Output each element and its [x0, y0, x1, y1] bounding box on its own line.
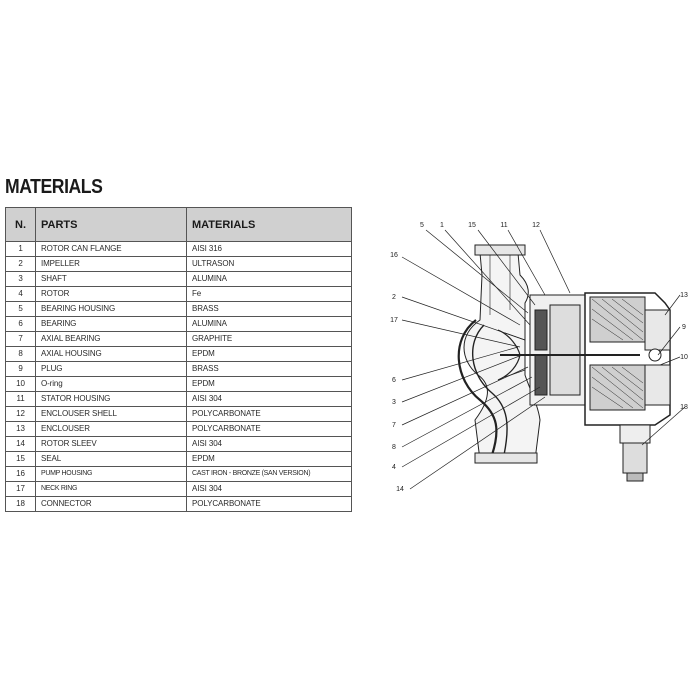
callout-label: 3: [392, 399, 396, 406]
row-number: 11: [5, 391, 36, 407]
page-title: MATERIALS: [5, 176, 103, 198]
row-part: ROTOR CAN FLANGE: [35, 241, 187, 257]
callout-label: 4: [392, 464, 396, 471]
row-number: 4: [5, 286, 36, 302]
callout-label: 8: [392, 444, 396, 451]
row-material: POLYCARBONATE: [186, 406, 352, 422]
row-material: POLYCARBONATE: [186, 421, 352, 437]
row-number: 9: [5, 361, 36, 377]
row-part: SEAL: [35, 451, 187, 467]
row-part: PUMP HOUSING: [35, 466, 187, 482]
header-number: N.: [5, 207, 36, 242]
row-number: 3: [5, 271, 36, 287]
row-material: AISI 316: [186, 241, 352, 257]
callout-label: 6: [392, 377, 396, 384]
row-material: ALUMINA: [186, 316, 352, 332]
row-material: EPDM: [186, 451, 352, 467]
row-number: 15: [5, 451, 36, 467]
callout-label: 13: [680, 292, 688, 299]
callout-label: 7: [392, 422, 396, 429]
row-part: BEARING: [35, 316, 187, 332]
callout-label: 17: [390, 317, 398, 324]
row-number: 12: [5, 406, 36, 422]
row-material: ALUMINA: [186, 271, 352, 287]
callout-label: 12: [532, 222, 540, 229]
row-number: 10: [5, 376, 36, 392]
callout-label: 1: [440, 222, 444, 229]
row-material: Fe: [186, 286, 352, 302]
row-part: STATOR HOUSING: [35, 391, 187, 407]
row-number: 1: [5, 241, 36, 257]
callout-label: 15: [468, 222, 476, 229]
row-part: ENCLOUSER: [35, 421, 187, 437]
callout-label: 2: [392, 294, 396, 301]
row-part: PLUG: [35, 361, 187, 377]
callout-label: 9: [682, 324, 686, 331]
row-number: 14: [5, 436, 36, 452]
row-material: BRASS: [186, 301, 352, 317]
callout-label: 5: [420, 222, 424, 229]
row-number: 13: [5, 421, 36, 437]
row-material: BRASS: [186, 361, 352, 377]
row-part: CONNECTOR: [35, 496, 187, 512]
row-material: GRAPHITE: [186, 331, 352, 347]
row-part: SHAFT: [35, 271, 187, 287]
callout-label: 18: [680, 404, 688, 411]
callout-label: 14: [396, 486, 404, 493]
row-material: EPDM: [186, 346, 352, 362]
row-part: NECK RING: [35, 481, 187, 497]
row-material: ULTRASON: [186, 256, 352, 272]
header-materials: MATERIALS: [186, 207, 352, 242]
row-material: CAST IRON - BRONZE (SAN VERSION): [186, 466, 352, 482]
pump-cross-section-diagram: 5 1 15 11 12 16 2 17 13 9 10 18 6 3 7 8 4 14: [390, 222, 688, 493]
row-material: POLYCARBONATE: [186, 496, 352, 512]
callout-label: 10: [680, 354, 688, 361]
row-material: EPDM: [186, 376, 352, 392]
row-part: AXIAL BEARING: [35, 331, 187, 347]
row-material: AISI 304: [186, 391, 352, 407]
header-parts: PARTS: [35, 207, 187, 242]
row-number: 6: [5, 316, 36, 332]
row-material: AISI 304: [186, 436, 352, 452]
row-number: 18: [5, 496, 36, 512]
row-material: AISI 304: [186, 481, 352, 497]
row-number: 2: [5, 256, 36, 272]
row-number: 5: [5, 301, 36, 317]
row-part: O-ring: [35, 376, 187, 392]
callout-label: 11: [500, 222, 507, 229]
row-part: ENCLOUSER SHELL: [35, 406, 187, 422]
row-number: 8: [5, 346, 36, 362]
row-number: 16: [5, 466, 36, 482]
row-part: BEARING HOUSING: [35, 301, 187, 317]
callout-label: 16: [390, 252, 398, 259]
row-part: AXIAL HOUSING: [35, 346, 187, 362]
row-number: 7: [5, 331, 36, 347]
table-header-row: N. PARTS MATERIALS: [5, 207, 352, 242]
row-part: ROTOR: [35, 286, 187, 302]
row-part: IMPELLER: [35, 256, 187, 272]
row-number: 17: [5, 481, 36, 497]
row-part: ROTOR SLEEV: [35, 436, 187, 452]
